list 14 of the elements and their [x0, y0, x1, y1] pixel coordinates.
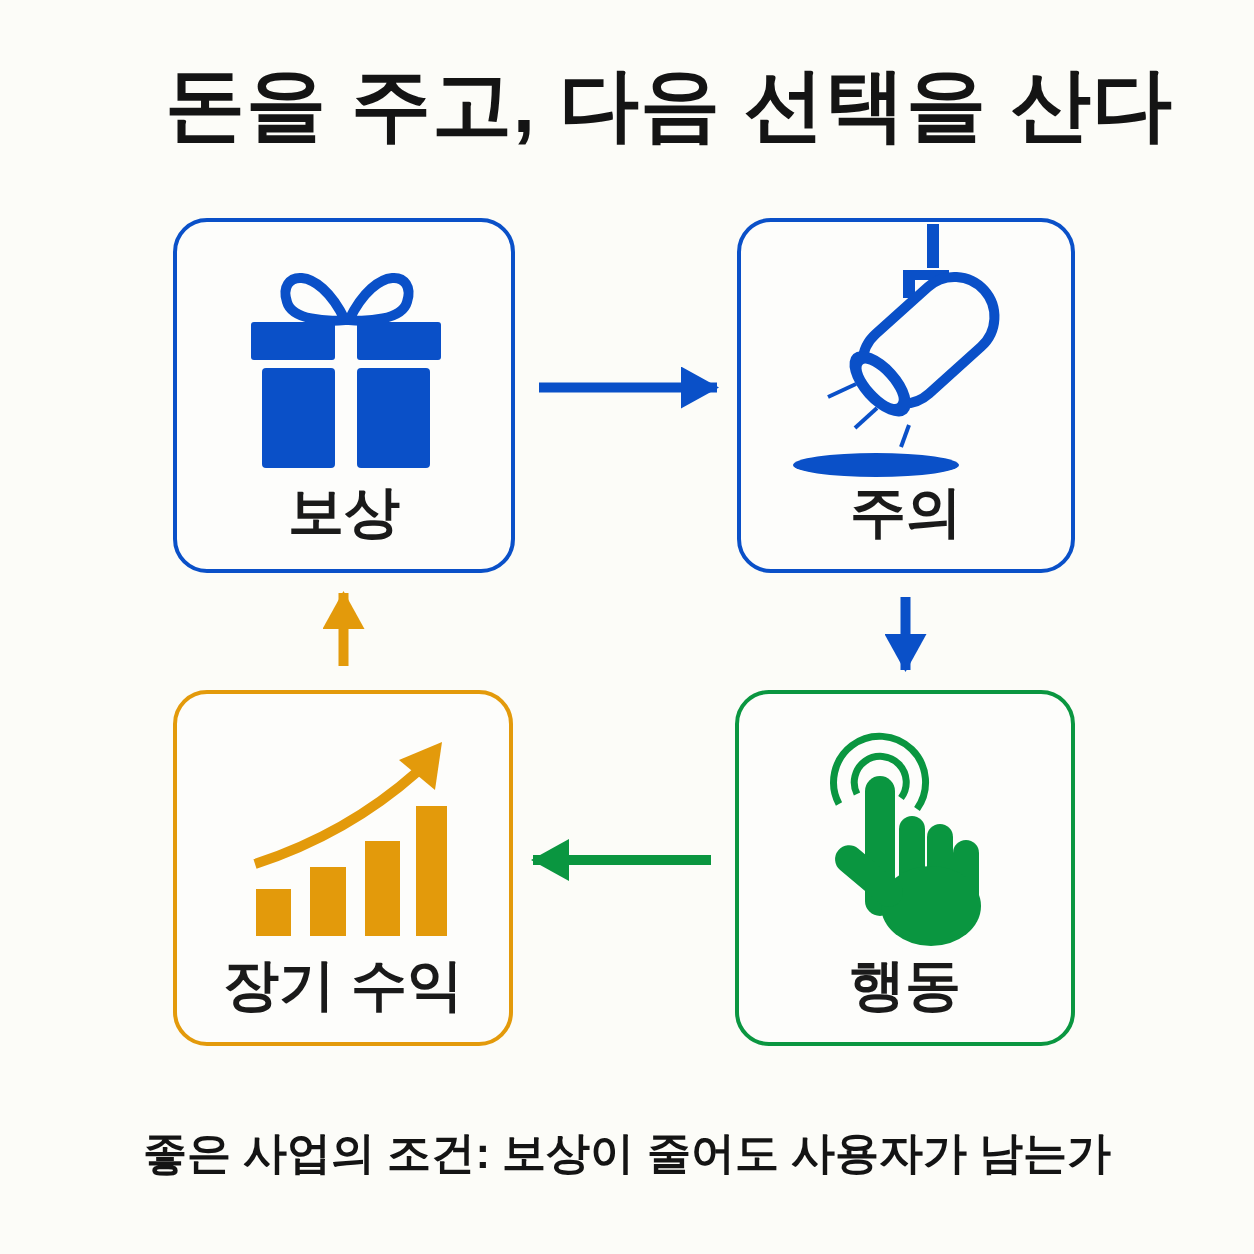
step-box: [735, 690, 1075, 1046]
step-box: [173, 690, 513, 1046]
step-label: 주의: [850, 479, 962, 545]
step-box: [173, 218, 515, 573]
step-label: 행동: [849, 952, 961, 1018]
arrow: [531, 839, 711, 881]
title: 돈을 주고, 다음 선택을 산다: [164, 59, 1173, 151]
step-label: 보상: [288, 479, 400, 545]
step-label: 장기 수익: [223, 952, 463, 1018]
arrow: [539, 366, 719, 409]
arrow: [322, 591, 365, 666]
caption: 좋은 사업의 조건: 보상이 줄어도 사용자가 남는가: [143, 1127, 1111, 1179]
arrow: [884, 597, 927, 672]
step-box: [737, 218, 1075, 573]
